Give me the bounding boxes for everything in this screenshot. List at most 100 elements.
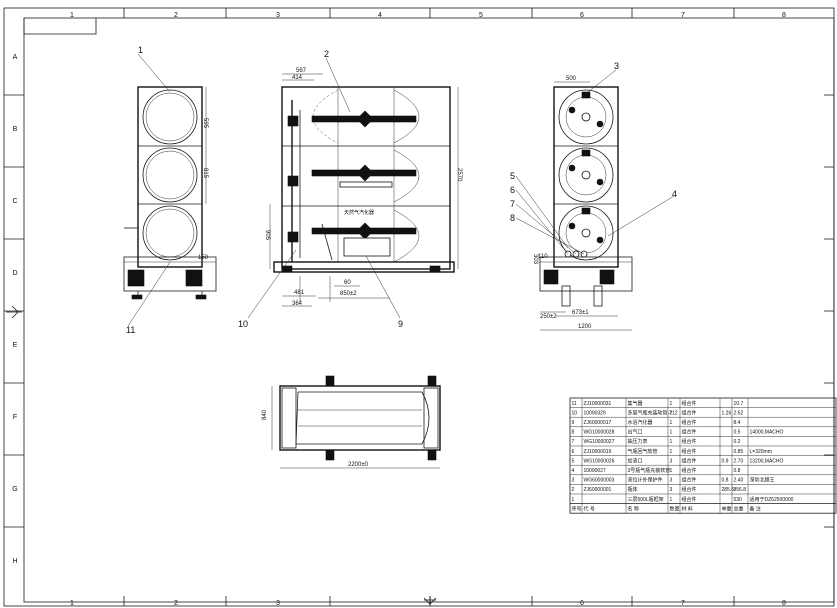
balloons: 1 2 3 4 5 6 7 8 9 10 11: [126, 45, 677, 335]
bom-cell-total: 8.4: [734, 420, 741, 426]
bom-cell-qty: 1: [670, 468, 673, 474]
drawing-frame: [3, 7, 835, 607]
bom-cell-name: 抽压力表: [628, 438, 648, 445]
dim-2570: 2570: [456, 168, 462, 182]
bom-cell-code: ZJ60000001: [584, 487, 612, 493]
dim-840: 840: [262, 409, 268, 420]
bom-cell-mat: 组合件: [682, 438, 697, 445]
top-view: 840 2200±0: [262, 375, 441, 469]
dim-567: 567: [296, 68, 307, 74]
zone-row-d: D: [12, 270, 17, 277]
zone-col-bottom-7: 7: [681, 600, 685, 607]
dim-481: 481: [294, 290, 305, 296]
bom-cell-name: 3号瓶气瓶充装软管: [628, 467, 671, 474]
zone-row-g: G: [12, 486, 17, 493]
bom-cell-qty: 1: [670, 439, 673, 445]
balloon-4: 4: [672, 189, 677, 199]
bom-cell-mat: 组合件: [682, 477, 697, 484]
balloon-2: 2: [324, 49, 329, 59]
zone-labels: 1 2 3 4 5 6 7 8 1 2 3 6 7 8 A B C D E F …: [12, 12, 786, 607]
bom-cell-total: 10.7: [734, 401, 744, 407]
bom-cell-no: 2: [572, 487, 575, 493]
bom-cell-code: 10090329: [584, 410, 606, 416]
bom-cell-qty: 1: [670, 430, 673, 436]
right-side-view: 500 303 110 250±2 673±1 1200: [532, 76, 633, 331]
bom-cell-total: 2.52: [734, 410, 744, 416]
bom-cell-unit: 1.26: [722, 410, 732, 416]
dim-60: 60: [344, 280, 351, 286]
bom-header-cell: 名 称: [628, 505, 639, 512]
bom-cell-no: 4: [572, 468, 575, 474]
bom-cell-mat: 组合件: [682, 467, 697, 474]
dim-110: 110: [538, 254, 548, 260]
bom-cell-code: WG10000027: [584, 439, 615, 445]
dim-2200: 2200±0: [348, 462, 369, 468]
zone-row-c: C: [12, 198, 17, 205]
balloon-8: 8: [510, 213, 515, 223]
zone-col-8: 8: [782, 12, 786, 19]
dim-905: 905: [264, 230, 270, 241]
zone-col-1: 1: [70, 12, 74, 19]
bom-cell-note: L=320mm: [750, 449, 772, 455]
bom-cell-mat: 组合件: [682, 496, 697, 503]
zone-row-f: F: [13, 414, 17, 421]
bom-cell-no: 11: [572, 401, 577, 407]
bom-header-cell: 总重: [734, 505, 744, 512]
zone-col-3: 3: [276, 12, 280, 19]
bom-cell-note: 深圳北顺王: [750, 477, 775, 484]
bom-header-cell: 序号: [572, 505, 582, 512]
dim-303: 303: [532, 254, 538, 265]
bom-cell-qty: 1: [670, 401, 673, 407]
balloon-1: 1: [138, 45, 143, 55]
dim-673: 673±1: [572, 310, 589, 316]
bom-cell-qty: 3: [670, 478, 673, 484]
bom-cell-note: 13200,MACHO: [750, 458, 784, 464]
bom-header-cell: 备 注: [750, 505, 761, 512]
bom-cell-unit: 0.9: [722, 458, 729, 464]
bom-cell-note: 14000,MACHO: [750, 430, 784, 436]
zone-col-bottom-8: 8: [782, 600, 786, 607]
bom-cell-no: 5: [572, 458, 575, 464]
zone-row-e: E: [13, 342, 18, 349]
bom-cell-note: 适用于DZ62500000: [750, 496, 794, 503]
bom-cell-name: 气瓶回气软管: [628, 448, 658, 455]
zone-row-a: A: [13, 54, 18, 61]
balloon-9: 9: [398, 319, 403, 329]
zone-col-6: 6: [580, 12, 584, 19]
bom-cell-name: 多层气瓶充装软管-712: [628, 409, 678, 416]
balloon-7: 7: [510, 199, 515, 209]
bom-cell-total: 0.8: [734, 468, 741, 474]
zone-col-bottom-1: 1: [70, 600, 74, 607]
zone-row-h: H: [12, 558, 17, 565]
bom-header-cell: 数量: [670, 505, 680, 512]
bom-cell-no: 6: [572, 449, 575, 455]
balloon-6: 6: [510, 185, 515, 195]
bom-cell-mat: 组合件: [682, 409, 697, 416]
bom-cell-total: 2.40: [734, 478, 744, 484]
bom-cell-code: 10090027: [584, 468, 606, 474]
bom-cell-qty: 3: [670, 487, 673, 493]
bom-cell-qty: 1: [670, 449, 673, 455]
bom-cell-no: 3: [572, 478, 575, 484]
bom-cell-code: WG10000028: [584, 430, 615, 436]
dim-850: 850±2: [340, 291, 357, 297]
dim-250: 250±2: [540, 314, 557, 320]
bom-cell-total: 0.85: [734, 449, 744, 455]
zone-col-5: 5: [479, 12, 483, 19]
zone-col-2: 2: [174, 12, 178, 19]
dim-414: 414: [292, 75, 303, 81]
bom-cell-total: 856.8: [734, 487, 747, 493]
bom-cell-unit: 285.6: [722, 487, 735, 493]
bom-cell-no: 10: [572, 410, 578, 416]
bom-cell-code: WG60000003: [584, 478, 615, 484]
bom-cell-qty: 2: [670, 410, 673, 416]
bom-cell-qty: 1: [670, 497, 673, 503]
bom-cell-total: 0.5: [734, 430, 741, 436]
dim-595: 595: [202, 118, 208, 129]
bom-header-cell: 代 号: [584, 505, 595, 512]
zone-col-7: 7: [681, 12, 685, 19]
zone-col-bottom-3: 3: [276, 600, 280, 607]
bom-cell-code: ZJ10000031: [584, 401, 612, 407]
balloon-10: 10: [238, 319, 248, 329]
